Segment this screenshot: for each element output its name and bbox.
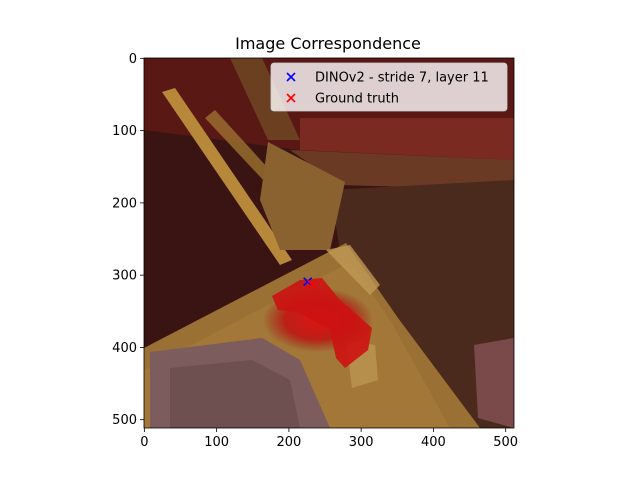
ground-truth-marker (307, 279, 317, 290)
marker-group (303, 277, 317, 290)
y-tick-label: 200 (112, 196, 137, 211)
x-tick-label: 0 (140, 435, 148, 450)
legend-box (270, 62, 508, 112)
legend: DINOv2 - stride 7, layer 11 Ground truth (270, 62, 508, 112)
y-tick-label: 100 (112, 124, 137, 139)
legend-marker (286, 72, 296, 82)
x-tick-label: 300 (349, 435, 374, 450)
y-tick-label: 500 (112, 413, 137, 428)
x-tick-label: 400 (421, 435, 446, 450)
legend-items: DINOv2 - stride 7, layer 11 Ground truth (286, 71, 489, 107)
axes-frame (143, 57, 515, 429)
y-tick-label: 300 (112, 269, 137, 284)
chart-title: Image Correspondence (235, 34, 421, 53)
legend-marker (286, 93, 296, 103)
x-tick-label: 500 (493, 435, 518, 450)
y-tick-label: 0 (129, 52, 137, 67)
background-image (144, 58, 514, 428)
x-tick-label: 100 (204, 435, 229, 450)
y-tick-label: 400 (112, 341, 137, 356)
x-tick-label: 200 (276, 435, 301, 450)
prediction-marker (303, 277, 313, 287)
legend-label: Ground truth (315, 92, 399, 107)
legend-label: DINOv2 - stride 7, layer 11 (315, 71, 489, 86)
